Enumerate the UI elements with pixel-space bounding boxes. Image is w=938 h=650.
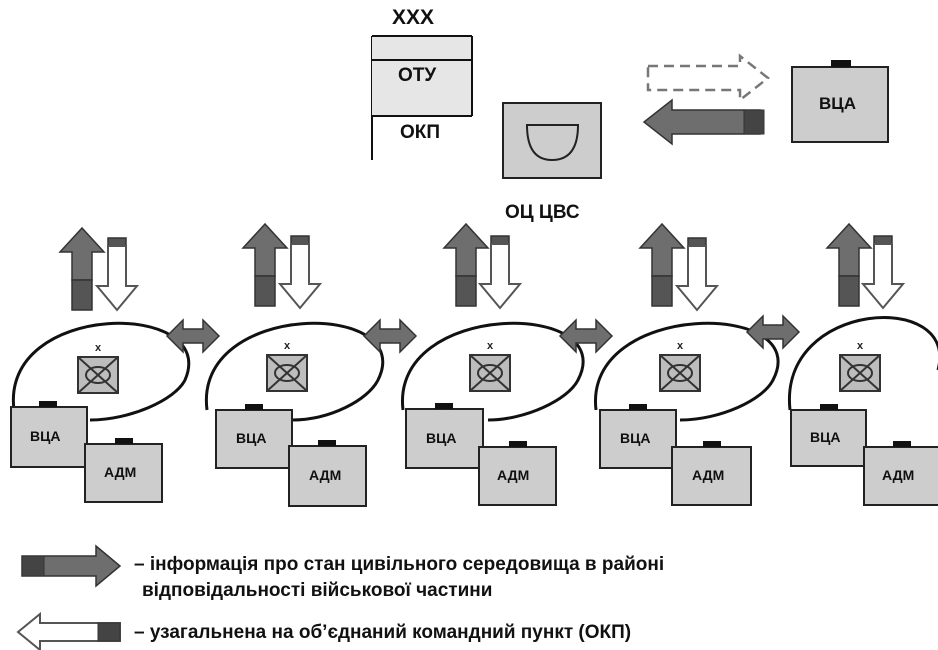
unit-2-vca-label: ВЦА xyxy=(236,430,267,446)
hq-otu-label: ОТУ xyxy=(398,65,437,86)
hq-okp-label: ОКП xyxy=(400,122,441,143)
center-label: ОЦ ЦВС xyxy=(505,202,580,223)
legend-item-2: – узагальнена на об’єднаний командний пу… xyxy=(134,622,632,643)
unit-3-vca-label: ВЦА xyxy=(426,430,457,446)
hq-echelon-label: XXX xyxy=(392,6,435,29)
unit-1-adm-label: АДМ xyxy=(104,464,137,480)
unit-5-vca-label: ВЦА xyxy=(810,429,841,445)
legend-item-1: – інформація про стан цивільного середов… xyxy=(134,554,665,575)
top-vca-label: ВЦА xyxy=(819,94,856,113)
unit-1-vca-label: ВЦА xyxy=(30,428,61,444)
unit-4-adm-label: АДМ xyxy=(692,467,725,483)
unit-4-vca-label: ВЦА xyxy=(620,430,651,446)
unit-5-adm-label: АДМ xyxy=(882,467,915,483)
unit-3-adm-label: АДМ xyxy=(497,467,530,483)
unit-2-adm-label: АДМ xyxy=(309,467,342,483)
legend-item-1-cont: відповідальності військової частини xyxy=(142,580,493,601)
